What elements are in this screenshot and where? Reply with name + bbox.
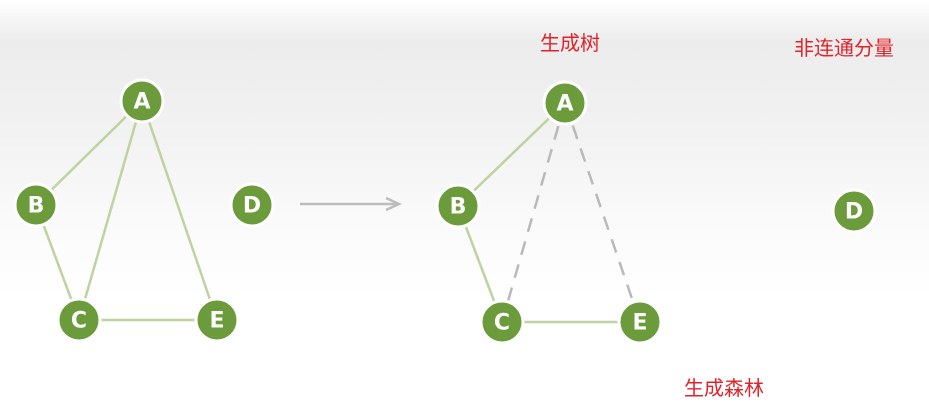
- node-circle: [13, 182, 59, 228]
- edge-a-b: [35, 100, 143, 206]
- node-a: A: [119, 78, 165, 124]
- spanning-forest-graph: A B C D E: [435, 80, 877, 345]
- node-circle: [194, 297, 240, 343]
- node-circle: [229, 182, 275, 228]
- node-circle: [435, 183, 481, 229]
- node-label: A: [133, 90, 150, 115]
- node-circle: [542, 80, 588, 126]
- node-circle: [617, 299, 663, 345]
- node-label: C: [71, 309, 87, 334]
- node-circle: [56, 297, 102, 343]
- node-circle: [479, 299, 525, 345]
- node-label: A: [556, 92, 573, 117]
- arrow-head-icon: [385, 196, 402, 212]
- node-c: C: [479, 299, 525, 345]
- node-b: B: [13, 182, 59, 228]
- node-e: E: [194, 297, 240, 343]
- edge-a-b: [457, 102, 566, 207]
- label-spanning-tree: 生成树: [540, 31, 600, 55]
- node-label: B: [450, 195, 467, 220]
- node-d: D: [229, 182, 275, 228]
- edge-a-e-dashed: [563, 102, 642, 323]
- node-label: C: [494, 311, 510, 336]
- label-spanning-forest: 生成森林: [684, 376, 764, 400]
- node-b: B: [435, 183, 481, 229]
- node-label: E: [209, 309, 224, 334]
- node-label: D: [243, 194, 261, 219]
- node-circle: [831, 188, 877, 234]
- node-circle: [119, 78, 165, 124]
- edge-a-c-dashed: [500, 102, 567, 323]
- node-label: D: [845, 200, 863, 225]
- node-a: A: [542, 80, 588, 126]
- edge-a-e: [140, 100, 219, 321]
- node-c: C: [56, 297, 102, 343]
- transform-arrow: [300, 196, 402, 212]
- node-d: D: [831, 188, 877, 234]
- node-label: B: [28, 194, 45, 219]
- original-graph: A B C D E: [13, 78, 275, 343]
- node-label: E: [632, 311, 647, 336]
- node-e: E: [617, 299, 663, 345]
- label-disconnected-component: 非连通分量: [794, 36, 894, 60]
- edge-a-c: [77, 100, 144, 321]
